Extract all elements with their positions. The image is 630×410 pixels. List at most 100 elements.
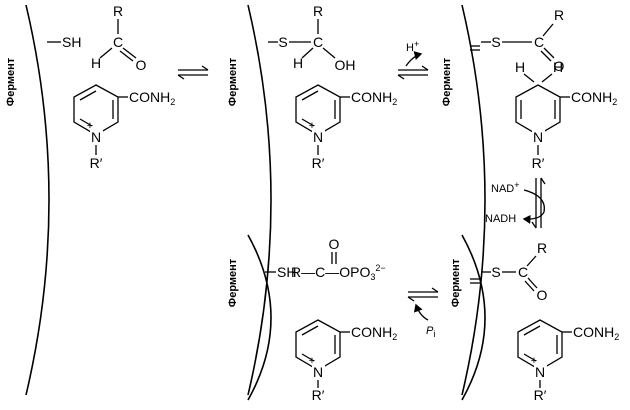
cofactor-exchange-arrow bbox=[522, 189, 545, 224]
hemiacetal-carbon: C bbox=[313, 34, 323, 50]
sulfur-3: S bbox=[491, 34, 500, 50]
carboxamide-5: CONH2 bbox=[351, 324, 397, 342]
proton-release-arrow bbox=[405, 51, 423, 67]
enzyme-surface-3 bbox=[461, 4, 486, 396]
pyridinium-double-c-5 bbox=[301, 353, 315, 362]
ring-h-bond-3b bbox=[541, 73, 553, 83]
phosphate-uptake-arrow bbox=[413, 303, 429, 321]
ring-h-bond-3a bbox=[523, 73, 535, 83]
enzyme-surface-4 bbox=[461, 234, 486, 401]
pyridinium-double-a-2 bbox=[301, 90, 319, 101]
pyridinium-ring-1 bbox=[73, 84, 119, 136]
pyridinium-double-a-5 bbox=[301, 325, 319, 336]
pyridinium-double-a-1 bbox=[79, 90, 97, 101]
thioester-co-bond-3a bbox=[543, 47, 555, 59]
thioester-r-4: R bbox=[537, 240, 547, 256]
stage-5: Фермент SH R—C—OPO32− O CONH2 N + R′ bbox=[227, 234, 397, 403]
nitrogen-charge-5: + bbox=[309, 355, 315, 367]
pyridinium-ring-2 bbox=[295, 84, 341, 136]
ribose-r-prime-4: R′ bbox=[534, 387, 547, 403]
thioester-r-bond-3 bbox=[542, 23, 554, 37]
acyl-oxygen: O bbox=[329, 236, 340, 252]
aldehyde-co-bond-a bbox=[122, 47, 137, 59]
equilibrium-arrow-4: Pi bbox=[407, 287, 439, 339]
enzyme-surface-2 bbox=[247, 4, 272, 396]
aldehyde-h-bond bbox=[99, 47, 113, 59]
hemiacetal-hydroxyl: OH bbox=[335, 57, 356, 73]
nitrogen-charge-4: + bbox=[531, 355, 537, 367]
stage-3: Фермент S C R O H H CONH2 N R′ bbox=[441, 4, 617, 396]
ribose-r-prime-1: R′ bbox=[90, 155, 103, 171]
thiol-group-5: SH bbox=[277, 264, 296, 280]
dihydropyridine-ring-3 bbox=[515, 84, 561, 136]
acyl-phosphate: R—C—OPO32− bbox=[291, 263, 386, 282]
aldehyde-co-bond-b bbox=[119, 50, 134, 62]
thioester-oxygen-4: O bbox=[537, 287, 548, 303]
nitrogen-mask-2 bbox=[312, 129, 325, 144]
thioester-co-bond-4a bbox=[527, 277, 538, 289]
pyridinium-double-c-4 bbox=[523, 353, 537, 362]
stage-4: Фермент S C R O CONH2 N + R′ bbox=[450, 240, 619, 403]
enzyme-label-4: Фермент bbox=[450, 258, 462, 307]
nitrogen-3: N bbox=[533, 129, 543, 145]
nitrogen-5: N bbox=[313, 364, 323, 380]
pyridinium-double-c-2 bbox=[301, 118, 315, 127]
sulfur-2: S bbox=[278, 34, 287, 50]
nitrogen-mask-1 bbox=[90, 129, 103, 144]
aldehyde-hydrogen: H bbox=[91, 55, 101, 71]
carboxamide-1: CONH2 bbox=[129, 89, 175, 107]
thioester-oxygen-3: O bbox=[554, 58, 565, 74]
phosphate-label: Pi bbox=[426, 325, 435, 339]
ring-hydrogen-3b: H bbox=[553, 59, 563, 75]
aldehyde-oxygen: O bbox=[136, 57, 147, 73]
hemiacetal-hydrogen: H bbox=[293, 55, 303, 71]
thioester-co-bond-3b bbox=[540, 50, 552, 62]
nitrogen-charge-2: + bbox=[309, 120, 315, 132]
nitrogen-1: N bbox=[91, 129, 101, 145]
thioester-r-3: R bbox=[554, 7, 564, 23]
equilibrium-arrow-3: NAD+ NADH bbox=[485, 177, 546, 229]
thioester-carbon-3: C bbox=[534, 34, 544, 50]
nitrogen-mask-3 bbox=[532, 129, 545, 144]
aldehyde-r: R bbox=[113, 3, 123, 19]
enzyme-label-1: Фермент bbox=[5, 57, 17, 106]
enzyme-label-3: Фермент bbox=[441, 57, 453, 106]
pyridinium-double-a-4 bbox=[523, 325, 541, 336]
thiol-group-1: SH bbox=[62, 34, 81, 50]
thioester-carbon-4: C bbox=[518, 264, 528, 280]
aldehyde-carbon: C bbox=[113, 34, 123, 50]
ribose-r-prime-3: R′ bbox=[532, 155, 545, 171]
hemiacetal-oh-bond bbox=[322, 47, 336, 59]
hemiacetal-r: R bbox=[313, 3, 323, 19]
proton-label: H+ bbox=[406, 39, 419, 54]
thioester-co-bond-4b bbox=[524, 280, 535, 292]
stage-1: Фермент SH R C H O CONH2 N + R′ bbox=[5, 3, 175, 396]
enzyme-surface-1 bbox=[25, 4, 50, 396]
nad-label: NAD+ bbox=[491, 180, 520, 195]
sulfur-4: S bbox=[491, 264, 500, 280]
nitrogen-4: N bbox=[535, 364, 545, 380]
stage-2: Фермент S R C H OH CONH2 N + R′ bbox=[227, 3, 397, 396]
ring-hydrogen-3a: H bbox=[515, 59, 525, 75]
ribose-r-prime-2: R′ bbox=[312, 155, 325, 171]
nadh-label: NADH bbox=[485, 213, 516, 225]
nitrogen-mask-4 bbox=[534, 364, 547, 379]
nitrogen-mask-5 bbox=[312, 364, 325, 379]
enzyme-label-2: Фермент bbox=[227, 57, 239, 106]
carboxamide-2: CONH2 bbox=[351, 89, 397, 107]
enzyme-label-5: Фермент bbox=[227, 258, 239, 307]
nitrogen-charge-1: + bbox=[87, 120, 93, 132]
thioester-r-bond-4 bbox=[526, 255, 537, 267]
enzyme-surface-5 bbox=[247, 234, 272, 401]
carboxamide-4: CONH2 bbox=[573, 324, 619, 342]
equilibrium-arrow-1 bbox=[177, 65, 209, 80]
carboxamide-3: CONH2 bbox=[571, 89, 617, 107]
pyridinium-ring-4 bbox=[517, 319, 563, 371]
hemiacetal-h-bond bbox=[301, 47, 314, 59]
pyridinium-double-c-1 bbox=[79, 118, 93, 127]
ribose-r-prime-5: R′ bbox=[312, 387, 325, 403]
equilibrium-arrow-2: H+ bbox=[397, 39, 429, 80]
nitrogen-2: N bbox=[313, 129, 323, 145]
